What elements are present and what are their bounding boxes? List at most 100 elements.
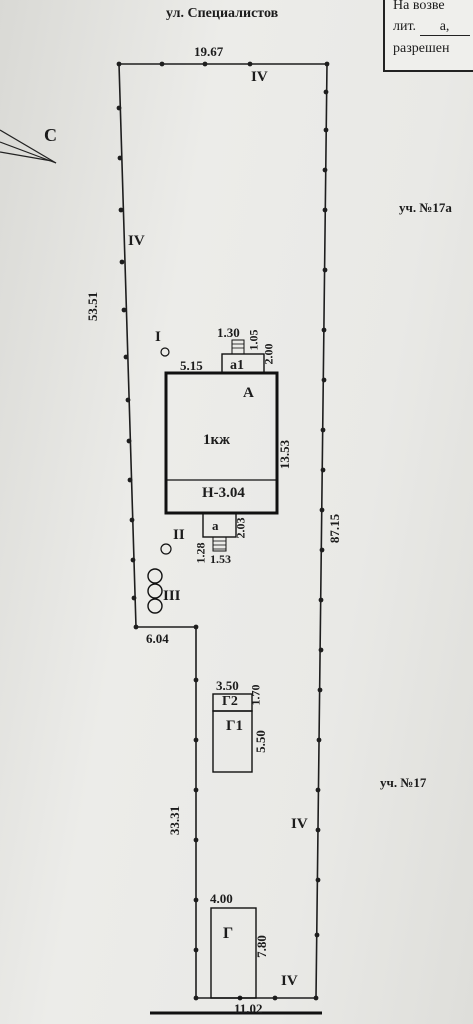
north-label: С [44, 125, 57, 145]
dim-g2-width: 3.50 [216, 678, 239, 693]
stamp-line-3: разрешен [393, 41, 450, 56]
survey-point [193, 995, 199, 1001]
survey-point [121, 307, 127, 313]
survey-point [318, 597, 324, 603]
survey-point [247, 61, 253, 67]
building-g-outline [210, 907, 257, 999]
survey-point [322, 207, 328, 213]
survey-point [323, 127, 329, 133]
survey-point [193, 787, 199, 793]
survey-point [319, 507, 325, 513]
survey-point [193, 624, 199, 630]
marker-tree-group: III [163, 588, 181, 604]
tree-single-icon [160, 543, 172, 555]
fence-class-left: IV [128, 233, 145, 249]
survey-point [116, 105, 122, 111]
survey-point [193, 897, 199, 903]
house-letter: А [243, 385, 254, 401]
dim-left-lower: 33.31 [167, 805, 183, 836]
fence-class-bottom: IV [281, 973, 298, 989]
survey-point [320, 467, 326, 473]
street-name: ул. Специалистов [166, 6, 279, 21]
label-g2: Г2 [222, 694, 238, 709]
marker-tree-single: II [173, 527, 185, 543]
survey-point [313, 995, 319, 1001]
survey-point [193, 677, 199, 683]
label-g1: Г1 [226, 718, 244, 734]
dim-a1-depth: 2.00 [261, 343, 276, 365]
survey-point [133, 624, 139, 630]
label-g: Г [223, 925, 234, 942]
survey-point [129, 517, 135, 523]
survey-point [127, 477, 133, 483]
a-steps-icon [212, 536, 227, 552]
north-arrow-icon [0, 129, 57, 164]
a1-steps-icon [231, 339, 245, 355]
survey-point [123, 354, 129, 360]
survey-point [315, 877, 321, 883]
extension-a-outline [202, 512, 237, 538]
survey-points [116, 61, 330, 1001]
survey-point [316, 737, 322, 743]
survey-point [125, 397, 131, 403]
dim-a-step-d: 1.53 [210, 552, 231, 566]
survey-point [318, 647, 324, 653]
survey-point [116, 61, 122, 67]
tree-group-icon [147, 568, 163, 614]
survey-point [315, 827, 321, 833]
dim-house-offset: 5.15 [180, 358, 203, 373]
stamp-lit-value: а, [419, 19, 470, 36]
survey-point [324, 61, 330, 67]
survey-point [322, 267, 328, 273]
survey-point [119, 259, 125, 265]
dim-house-height: 13.53 [277, 439, 293, 470]
survey-point [323, 89, 329, 95]
stamp-lit-label: лит. [393, 19, 417, 34]
dim-g-depth: 7.80 [253, 935, 269, 958]
stamp-line-2: лит. а, [393, 19, 470, 36]
neighbor-17a: уч. №17а [399, 200, 452, 215]
survey-point [317, 687, 323, 693]
neighbor-17: уч. №17 [380, 775, 427, 790]
survey-point [272, 995, 278, 1001]
survey-point [126, 438, 132, 444]
survey-point [130, 557, 136, 563]
survey-point [314, 932, 320, 938]
survey-point [319, 547, 325, 553]
stamp-line-1: На возве [393, 0, 445, 13]
permission-stamp: На возве лит. а, разрешен [383, 0, 473, 72]
dim-g-width: 4.00 [210, 891, 233, 906]
survey-point [193, 947, 199, 953]
survey-point [202, 61, 208, 67]
survey-point [322, 167, 328, 173]
survey-point [193, 837, 199, 843]
dim-a-depth: 2.03 [233, 517, 248, 539]
house-type: 1кж [203, 432, 231, 448]
dim-right: 87.15 [327, 513, 343, 544]
dim-top: 19.67 [194, 44, 224, 59]
survey-point [315, 787, 321, 793]
dim-a1-step: 1.05 [246, 329, 261, 351]
fence-class-right: IV [291, 816, 308, 832]
dim-a-step-w: 1.28 [193, 542, 208, 564]
house-code: Н-3.04 [202, 485, 245, 501]
well-icon [160, 347, 170, 357]
fence-class-top: IV [251, 69, 268, 85]
dim-g2-depth: 1.70 [248, 684, 263, 706]
label-a1: а1 [230, 358, 244, 373]
survey-point [321, 327, 327, 333]
survey-point [320, 427, 326, 433]
survey-point [117, 155, 123, 161]
dim-a1-width: 1.30 [217, 325, 240, 340]
dim-notch: 6.04 [146, 631, 169, 646]
survey-point [118, 207, 124, 213]
survey-point [321, 377, 327, 383]
building-g1-outline [212, 710, 253, 773]
survey-point [159, 61, 165, 67]
dim-g1-depth: 5.50 [252, 730, 268, 753]
dim-bottom: 11.02 [234, 1001, 263, 1016]
plot-boundary [118, 63, 328, 999]
marker-well: I [155, 329, 161, 345]
